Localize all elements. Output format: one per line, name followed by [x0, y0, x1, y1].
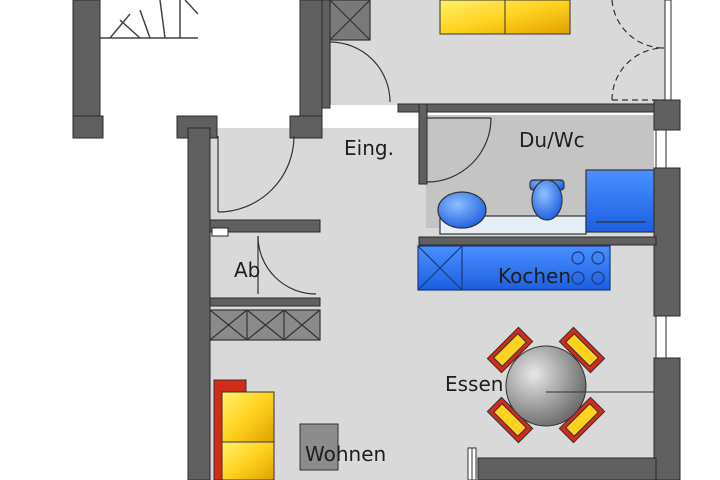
kitchen-counter	[417, 245, 611, 291]
dining-chair	[558, 326, 606, 374]
stove-burner	[571, 251, 585, 265]
living-sofa	[213, 379, 275, 480]
room-label-dining: Essen	[445, 372, 504, 396]
shower-tray	[585, 169, 655, 233]
dining-chair	[486, 396, 534, 444]
lower-right-wall	[477, 457, 657, 480]
right-outer-wall-mid	[653, 167, 681, 317]
main-door-swing	[217, 135, 295, 213]
walls	[72, 0, 681, 480]
upper-room-left-wall	[321, 0, 331, 109]
balcony-door-swing	[611, 47, 665, 101]
staircase	[100, 0, 199, 39]
room-label-bathroom: Du/Wc	[519, 128, 585, 152]
room-label-living: Wohnen	[305, 442, 387, 466]
entrance-door-swing	[329, 41, 391, 103]
left-outer-wall	[187, 127, 211, 480]
door-frame	[467, 447, 477, 480]
bath-door-swing	[426, 117, 492, 183]
stove-burner	[591, 271, 605, 285]
doors	[217, 0, 665, 295]
storage-bottom-wall	[209, 297, 321, 307]
storage-door-swing	[257, 235, 317, 295]
room-label-kitchen: Kochen	[498, 264, 572, 288]
room-label-entrance: Eing.	[344, 136, 394, 160]
dining-table	[505, 345, 587, 427]
entrance-floor	[210, 128, 430, 228]
dining-set	[486, 326, 654, 444]
washbasin	[437, 191, 487, 229]
windows	[211, 0, 672, 359]
room-label-storage: Ab	[234, 258, 261, 282]
stove-burner	[571, 271, 585, 285]
right-outer-wall-top	[653, 99, 681, 131]
upper-room-bottom-wall	[397, 103, 657, 113]
bathroom-fixtures	[437, 169, 655, 235]
right-outer-wall-low	[653, 357, 681, 480]
stair-floor	[100, 0, 300, 40]
bath-bottom-wall	[418, 236, 657, 246]
dining-chair	[486, 326, 534, 374]
storage-top-wall	[209, 219, 321, 233]
upper-sofa	[439, 0, 571, 35]
stove-burner	[591, 251, 605, 265]
side-table	[299, 423, 339, 471]
bath-left-wall	[418, 103, 428, 185]
toilet-bowl	[531, 179, 563, 221]
storage-cabinets	[209, 0, 371, 341]
